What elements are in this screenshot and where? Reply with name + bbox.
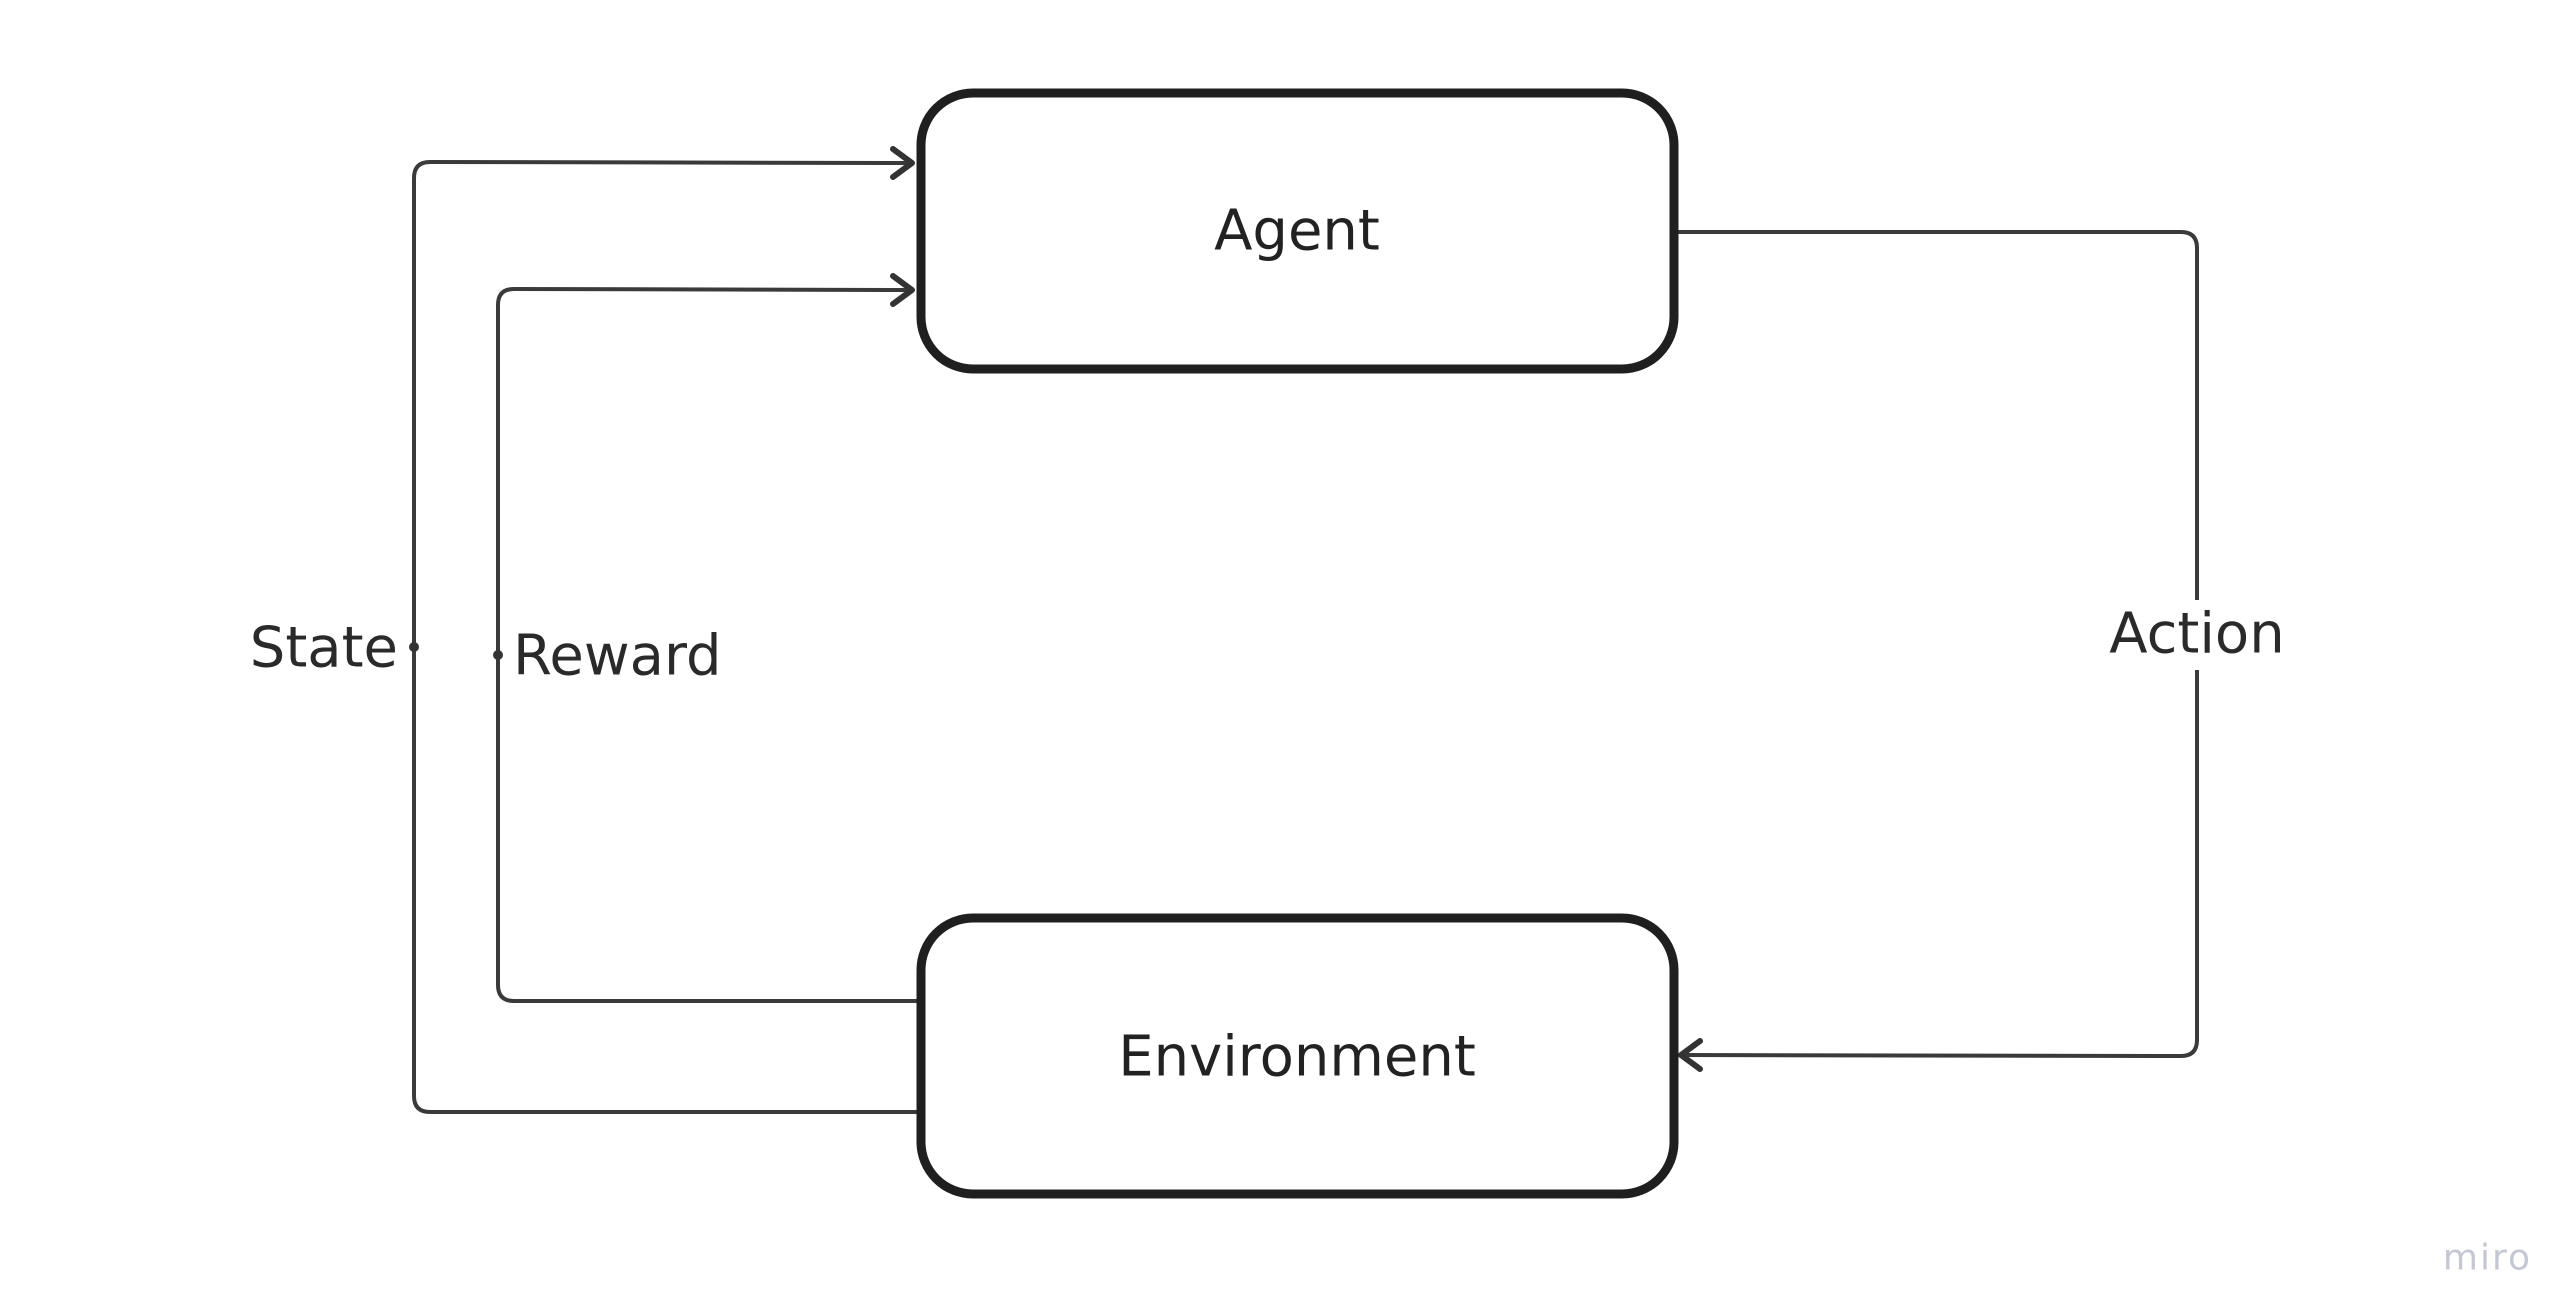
miro-watermark: miro [2443,1238,2532,1279]
environment-label: Environment [1118,1025,1476,1090]
state-label: State [250,616,398,681]
state-connector [409,146,918,1114]
action-arrowhead-icon [1678,1038,1703,1072]
reward-connector [493,273,918,1003]
reward-connector-line [496,287,918,1003]
environment-box[interactable] [916,913,1679,1199]
agent-node[interactable]: Agent [916,88,1679,374]
reward-label: Reward [513,624,722,689]
action-connector [1676,230,2285,1072]
state-connector-line [412,160,918,1114]
state-connector-dot [409,642,419,652]
state-arrowhead-icon [890,146,915,180]
action-label: Action [2109,602,2284,667]
reward-connector-dot [493,650,503,660]
environment-node[interactable]: Environment [916,913,1679,1199]
action-label-background [2110,600,2285,670]
reward-arrowhead-icon [890,273,915,307]
agent-label: Agent [1214,199,1380,264]
agent-box[interactable] [916,88,1679,374]
